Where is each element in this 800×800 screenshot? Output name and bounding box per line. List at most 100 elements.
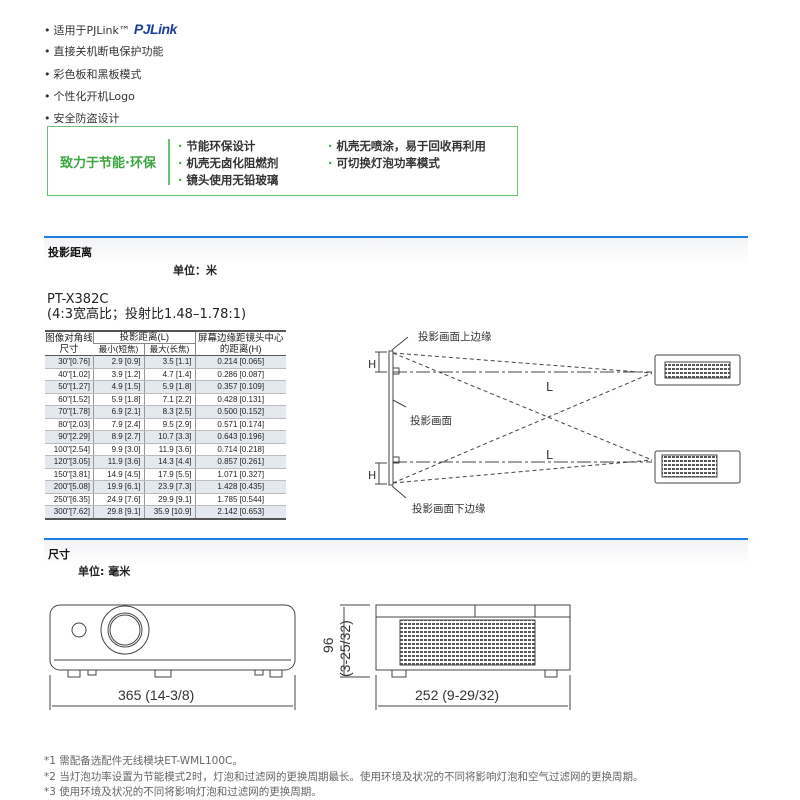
table-cell: 7.9 [2.4] (93, 418, 144, 431)
eco-item: 可切换灯泡功率模式 (328, 155, 440, 171)
table-cell: 30"[0.76] (45, 355, 94, 369)
projector-front-view (49, 604, 296, 678)
table-cell: 0.428 [0.131] (194, 393, 286, 406)
table-row: 30"[0.76]2.9 [0.9]3.5 [1.1]0.214 [0.065] (45, 355, 286, 369)
section-header-dimensions: 尺寸 (44, 538, 748, 566)
feature-item: 直接关机断电保护功能 (44, 43, 164, 59)
table-cell: 9.9 [3.0] (93, 443, 144, 456)
table-cell: 1.428 [0.435] (194, 480, 286, 494)
table-cell: 19.9 [6.1] (93, 480, 144, 494)
table-cell: 8.3 [2.5] (143, 405, 195, 419)
throw-ratio: (4:3宽高比；投射比1.48–1.78:1) (47, 307, 247, 322)
table-row: 50"[1.27]4.9 [1.5]5.9 [1.8]0.357 [0.109] (45, 380, 286, 394)
table-cell: 150"[3.81] (45, 468, 94, 481)
table-cell: 35.9 [10.9] (143, 505, 195, 519)
footnote: *1 需配备选配件无线模块ET-WML100C。 (44, 755, 243, 767)
table-row: 90"[2.29]8.9 [2.7]10.7 [3.3]0.643 [0.196… (45, 430, 286, 444)
table-cell: 14.3 [4.4] (143, 455, 195, 469)
table-cell: 14.9 [4.5] (93, 468, 144, 481)
table-row: 300"[7.62]29.8 [9.1]35.9 [10.9]2.142 [0.… (45, 505, 286, 519)
table-row: 200"[5.08]19.9 [6.1]23.9 [7.3]1.428 [0.4… (45, 480, 286, 494)
eco-item: 镜头使用无铅玻璃 (178, 172, 278, 188)
table-cell: 250"[6.35] (45, 493, 94, 506)
table-cell: 50"[1.27] (45, 380, 94, 394)
table-row: 80"[2.03]7.9 [2.4]9.5 [2.9]0.571 [0.174] (45, 418, 286, 431)
table-cell: 9.5 [2.9] (143, 418, 195, 431)
table-row: 120"[3.05]11.9 [3.6]14.3 [4.4]0.857 [0.2… (45, 455, 286, 469)
table-cell: 3.5 [1.1] (143, 355, 195, 369)
projector-bottom-icon (654, 450, 741, 484)
h-label: H (368, 469, 376, 482)
table-cell: 2.9 [0.9] (93, 355, 144, 369)
table-cell: 23.9 [7.3] (143, 480, 195, 494)
table-cell: 0.857 [0.261] (194, 455, 286, 469)
feature-item: 安全防盗设计 (44, 110, 120, 126)
table-cell: 5.9 [1.8] (93, 393, 144, 406)
model-title: PT-X382C (4:3宽高比；投射比1.48–1.78:1) (47, 292, 246, 322)
depth-dimension: 252 (9-29/32) (415, 687, 499, 703)
projector-side-view (375, 604, 571, 678)
table-cell: 100"[2.54] (45, 443, 94, 456)
table-row: 70"[1.78]6.9 [2.1]8.3 [2.5]0.500 [0.152] (45, 405, 286, 419)
l-label: L (546, 448, 553, 462)
table-cell: 60"[1.52] (45, 393, 94, 406)
col-header-max: 最大(长焦) (143, 343, 195, 356)
table-row: 250"[6.35]24.9 [7.6]29.9 [9.1]1.785 [0.5… (45, 493, 286, 506)
eco-box: 致力于节能·环保 节能环保设计 机壳无卤化阻燃剂 镜头使用无铅玻璃 机壳无喷涂，… (47, 126, 518, 196)
table-cell: 80"[2.03] (45, 418, 94, 431)
projection-distance-table: 图像对角线尺寸 投影距离(L) 屏幕边缘距镜头中心的距离(H) 最小(短焦) 最… (45, 330, 286, 520)
section-header-projection: 投影距离 (44, 236, 748, 264)
col-header-h: 屏幕边缘距镜头中心的距离(H) (194, 331, 286, 356)
projector-top-icon (654, 354, 741, 386)
feature-item: 个性化开机Logo (44, 88, 135, 104)
table-cell: 24.9 [7.6] (93, 493, 144, 506)
table-cell: 40"[1.02] (45, 368, 94, 381)
table-row: 100"[2.54]9.9 [3.0]11.9 [3.6]0.714 [0.21… (45, 443, 286, 456)
col-header-min: 最小(短焦) (98, 344, 139, 354)
eco-item: 节能环保设计 (178, 138, 255, 154)
eco-item: 机壳无喷涂，易于回收再利用 (328, 138, 486, 154)
feature-text: 适用于PJLink™ (53, 24, 130, 37)
table-cell: 70"[1.78] (45, 405, 94, 419)
section-title: 尺寸 (48, 548, 70, 561)
model-name: PT-X382C (47, 292, 109, 307)
dimension-drawing: 365 (14-3/8) 252 (9-29/32) 96 (3-25/32) (49, 604, 571, 710)
table-row: 150"[3.81]14.9 [4.5]17.9 [5.5]1.071 [0.3… (45, 468, 286, 481)
table-cell: 29.9 [9.1] (143, 493, 195, 506)
unit-label: 单位：米 (173, 264, 217, 277)
table-cell: 11.9 [3.6] (143, 443, 195, 456)
table-cell: 10.7 [3.3] (143, 430, 195, 444)
screen-label: 投影画面 (410, 414, 452, 427)
table-cell: 0.643 [0.196] (194, 430, 286, 444)
table-cell: 0.500 [0.152] (194, 405, 286, 419)
table-cell: 4.9 [1.5] (93, 380, 144, 394)
col-header-size: 图像对角线尺寸 (45, 332, 93, 355)
eco-item: 机壳无卤化阻燃剂 (178, 155, 278, 171)
table-cell: 11.9 [3.6] (93, 455, 144, 469)
top-edge-label: 投影画面上边缘 (418, 330, 492, 343)
table-cell: 4.7 [1.4] (143, 368, 195, 381)
height-dimension: 96 (320, 637, 336, 653)
table-cell: 5.9 [1.8] (143, 380, 195, 394)
feature-item: 彩色板和黑板模式 (44, 66, 142, 82)
table-cell: 3.9 [1.2] (93, 368, 144, 381)
table-cell: 1.071 [0.327] (194, 468, 286, 481)
table-cell: 7.1 [2.2] (143, 393, 195, 406)
table-cell: 29.8 [9.1] (93, 505, 144, 519)
table-cell: 90"[2.29] (45, 430, 94, 444)
table-cell: 17.9 [5.5] (143, 468, 195, 481)
footnote: *2 当灯泡功率设置为节能模式2时，灯泡和过滤网的更换周期最长。使用环境及状况的… (44, 771, 644, 783)
table-cell: 0.357 [0.109] (194, 380, 286, 394)
table-cell: 8.9 [2.7] (93, 430, 144, 444)
l-label: L (546, 380, 553, 394)
eco-title: 致力于节能·环保 (60, 156, 156, 171)
width-dimension: 365 (14-3/8) (118, 687, 194, 703)
table-cell: 0.286 [0.087] (194, 368, 286, 381)
table-cell: 0.214 [0.065] (194, 355, 286, 369)
table-row: 40"[1.02]3.9 [1.2]4.7 [1.4]0.286 [0.087] (45, 368, 286, 381)
screen-shape (388, 350, 394, 486)
pjlink-logo: PJLink (133, 21, 177, 37)
divider (168, 139, 170, 185)
table-cell: 300"[7.62] (45, 505, 94, 519)
